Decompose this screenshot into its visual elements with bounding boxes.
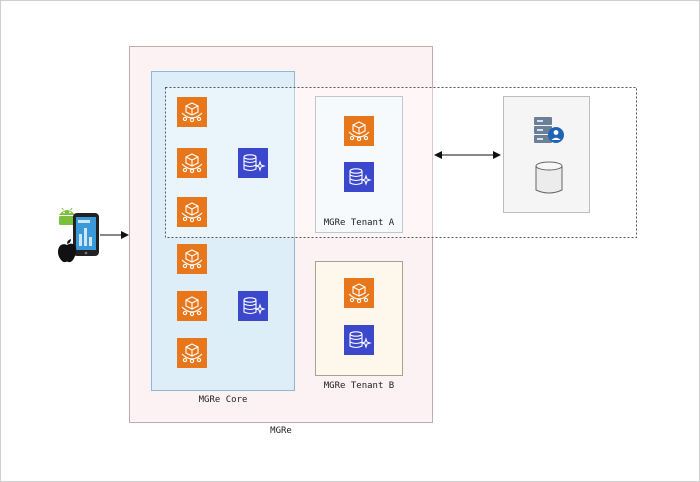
mobile-phone-icon [72, 212, 100, 257]
android-icon [56, 205, 78, 227]
compute-cluster-icon [177, 244, 207, 274]
mgre-label: MGRe [270, 426, 292, 436]
compute-cluster-icon [344, 278, 374, 308]
mgre-tenant-b-label: MGRe Tenant B [323, 381, 395, 391]
apple-icon [56, 238, 78, 264]
compute-cluster-icon [177, 338, 207, 368]
compute-cluster-icon [344, 116, 374, 146]
database-icon [238, 291, 268, 321]
external-system-container [503, 96, 590, 213]
compute-cluster-icon [177, 197, 207, 227]
mgre-tenant-a-label: MGRe Tenant A [323, 218, 395, 228]
server-user-icon [532, 115, 566, 149]
database-cylinder-icon [534, 160, 564, 196]
database-icon [344, 162, 374, 192]
database-icon [238, 148, 268, 178]
compute-cluster-icon [177, 148, 207, 178]
mgre-core-container [151, 71, 295, 391]
mgre-core-label: MGRe Core [198, 395, 248, 405]
compute-cluster-icon [177, 291, 207, 321]
dotted-boundary [165, 87, 637, 238]
compute-cluster-icon [177, 97, 207, 127]
database-icon [344, 325, 374, 355]
